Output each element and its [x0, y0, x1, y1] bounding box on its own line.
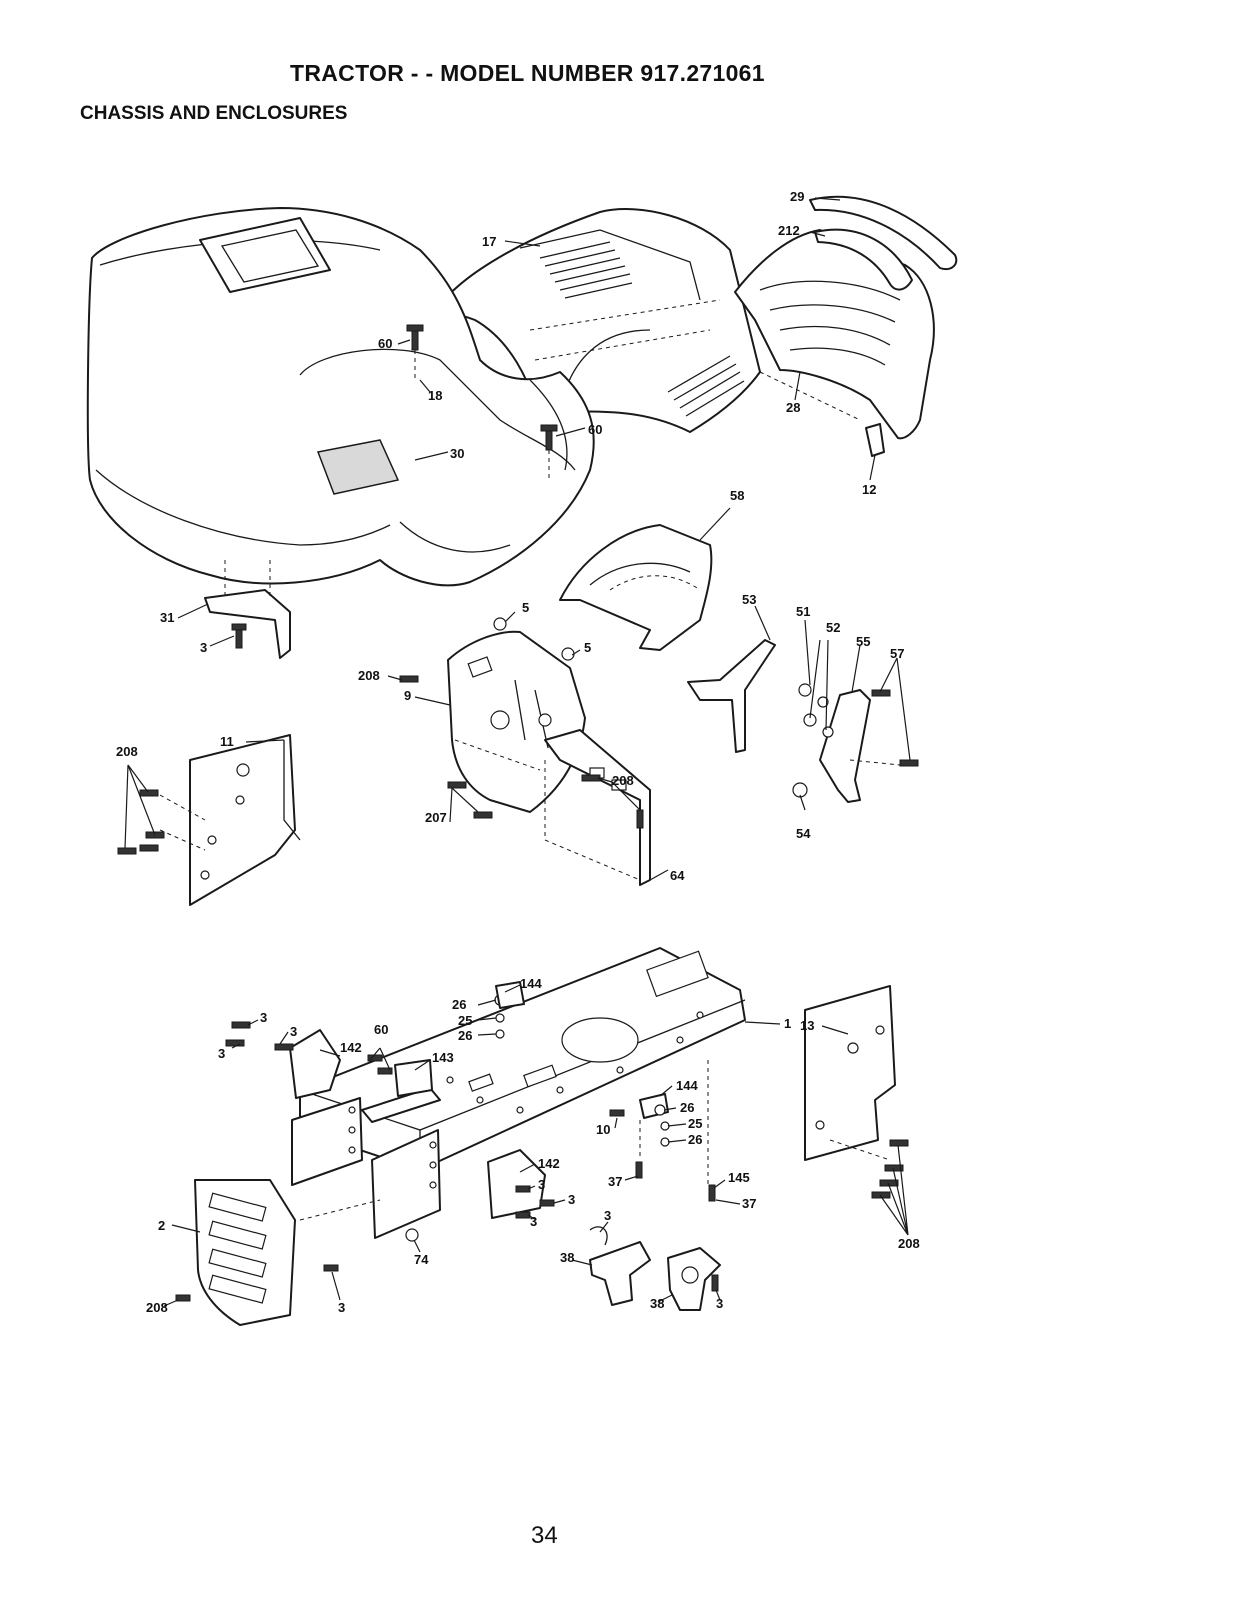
bracket-bolt — [232, 624, 246, 648]
clip-part — [866, 424, 884, 456]
callout-54: 54 — [796, 826, 811, 841]
callout-18: 18 — [428, 388, 442, 403]
callout-3-lower-b: 3 — [568, 1192, 575, 1207]
callout-60-lower: 60 — [588, 422, 602, 437]
callout-5-upper: 5 — [522, 600, 529, 615]
callout-9: 9 — [404, 688, 411, 703]
grille-housing-part — [735, 230, 934, 438]
bracket-143 — [395, 1060, 432, 1096]
right-side-panel-part — [805, 986, 895, 1160]
callout-144-upper: 144 — [520, 976, 542, 991]
callout-144-lower: 144 — [676, 1078, 698, 1093]
callout-142-upper: 142 — [340, 1040, 362, 1055]
shroud-part — [560, 525, 711, 650]
callout-53: 53 — [742, 592, 756, 607]
page-number: 34 — [531, 1522, 558, 1550]
callout-212: 212 — [778, 223, 800, 238]
callout-3-front-c: 3 — [218, 1046, 225, 1061]
callout-38-left: 38 — [560, 1250, 574, 1265]
callout-52: 52 — [826, 620, 840, 635]
callout-11: 11 — [220, 734, 234, 749]
front-bracket-lower-part — [488, 1150, 545, 1218]
callout-17: 17 — [482, 234, 496, 249]
front-bumper-part — [195, 1180, 295, 1325]
callout-38-right: 38 — [650, 1296, 664, 1311]
callout-3-front-b: 3 — [290, 1024, 297, 1039]
nuts-and-washers — [799, 684, 833, 737]
callout-142-lower: 142 — [538, 1156, 560, 1171]
callout-143: 143 — [432, 1050, 454, 1065]
callout-3-lower-a: 3 — [538, 1177, 545, 1192]
callout-26-upper-b: 26 — [458, 1028, 472, 1043]
callout-208-dash: 208 — [358, 668, 380, 683]
callout-37-left: 37 — [608, 1174, 622, 1189]
callout-28: 28 — [786, 400, 800, 415]
callout-2: 2 — [158, 1218, 165, 1233]
lower-bracket-right-part — [668, 1248, 720, 1310]
callout-60-upper: 60 — [378, 336, 392, 351]
callout-31: 31 — [160, 610, 174, 625]
callout-208-bracket: 208 — [612, 773, 634, 788]
callout-25-lower: 25 — [688, 1116, 702, 1131]
callout-64: 64 — [670, 868, 685, 883]
callout-12: 12 — [862, 482, 876, 497]
callout-3-bracket: 3 — [200, 640, 207, 655]
callout-5-lower: 5 — [584, 640, 591, 655]
lower-bracket-left-part — [590, 1227, 650, 1305]
callout-57: 57 — [890, 646, 904, 661]
callout-29: 29 — [790, 189, 804, 204]
callout-145: 145 — [728, 1170, 750, 1185]
callout-10: 10 — [596, 1122, 610, 1137]
callout-3-front-a: 3 — [260, 1010, 267, 1025]
callout-58: 58 — [730, 488, 744, 503]
callout-3-bracket-left: 3 — [604, 1208, 611, 1223]
callout-3-bumper: 3 — [338, 1300, 345, 1315]
callout-26-upper-a: 26 — [452, 997, 466, 1012]
callout-25-upper: 25 — [458, 1013, 472, 1028]
callout-51: 51 — [796, 604, 810, 619]
callout-3-lower-c: 3 — [530, 1214, 537, 1229]
dash-bracket-part — [545, 730, 650, 885]
callout-74: 74 — [414, 1252, 429, 1267]
lever-arm-part — [820, 690, 870, 802]
callout-13: 13 — [800, 1018, 814, 1033]
callout-30: 30 — [450, 446, 464, 461]
callout-1: 1 — [784, 1016, 791, 1031]
callout-26-lower-a: 26 — [680, 1100, 694, 1115]
callout-208-left-panel: 208 — [116, 744, 138, 759]
callout-3-bracket-right: 3 — [716, 1296, 723, 1311]
callout-55: 55 — [856, 634, 870, 649]
pedal-arm-part — [688, 640, 775, 752]
left-side-panel-part — [160, 735, 300, 905]
callout-37-right: 37 — [742, 1196, 756, 1211]
callout-60-frame: 60 — [374, 1022, 388, 1037]
callout-208-right-panel: 208 — [898, 1236, 920, 1251]
callout-208-bumper: 208 — [146, 1300, 168, 1315]
callout-207: 207 — [425, 810, 447, 825]
callout-26-lower-b: 26 — [688, 1132, 702, 1147]
